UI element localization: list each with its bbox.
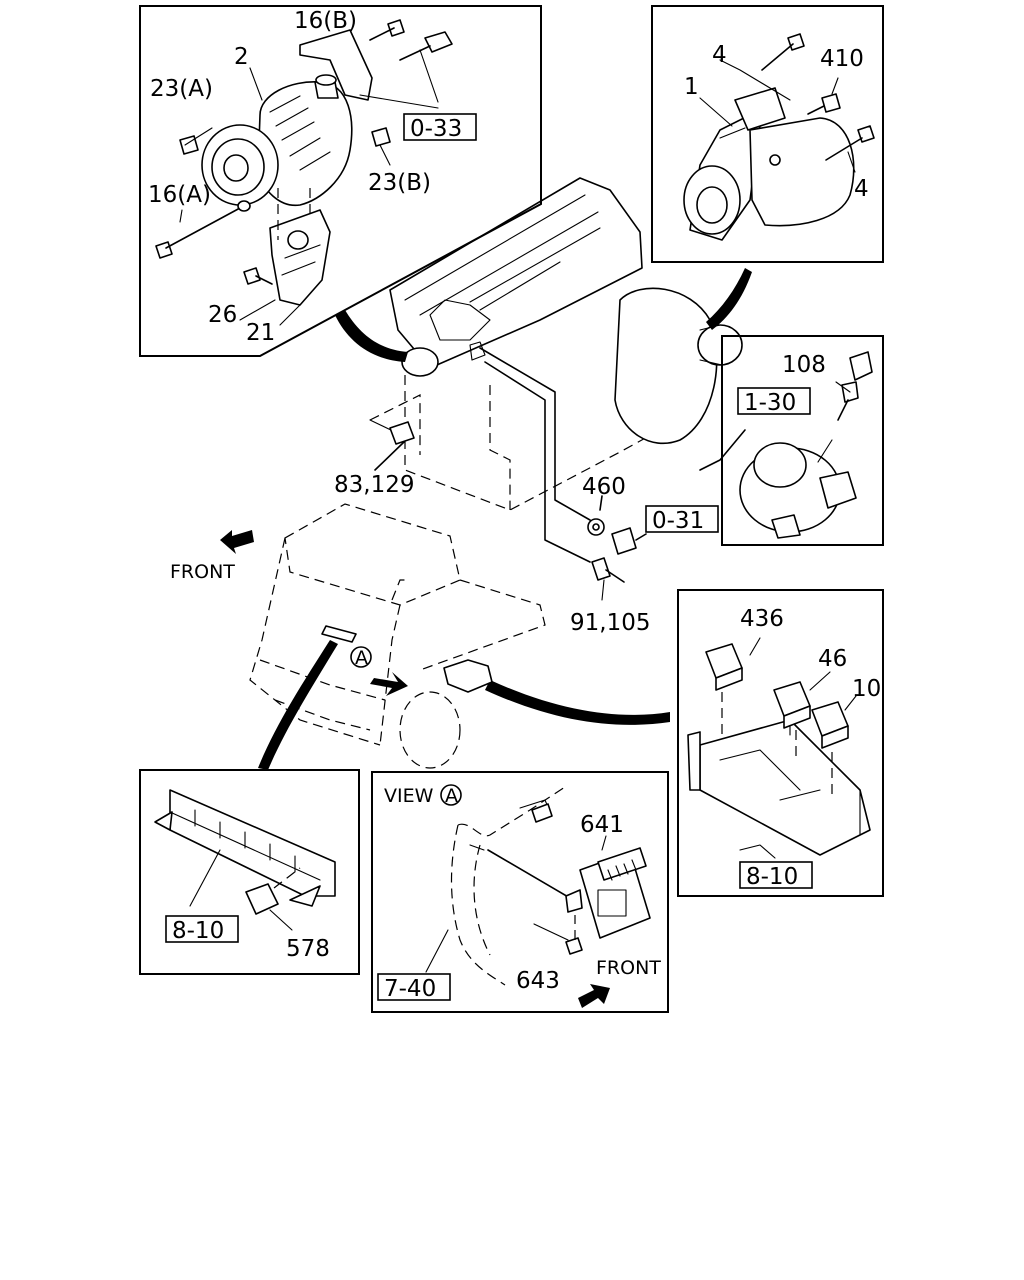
engine-block (369, 177, 743, 563)
view-a-title: VIEW (384, 785, 434, 807)
leader-arc-relay-box (485, 680, 670, 725)
label-4-right: 4 (854, 176, 869, 202)
view-a-marker-label: A (355, 647, 368, 669)
starter-inset (651, 5, 884, 263)
leader-arc-starter (706, 268, 752, 330)
label-1: 1 (684, 74, 699, 100)
ref-box-8-10-right (739, 861, 813, 889)
label-436: 436 (740, 606, 784, 632)
ref-box-7-40 (377, 973, 451, 1001)
label-460: 460 (582, 474, 626, 500)
ref-label-0-31: 0-31 (652, 508, 704, 534)
ref-label-8-10-left: 8-10 (172, 918, 224, 944)
ref-label-8-10-right: 8-10 (746, 864, 798, 890)
label-2: 2 (234, 44, 249, 70)
relay-box-inset (677, 589, 884, 897)
label-108: 108 (782, 352, 826, 378)
ref-label-7-40: 7-40 (384, 976, 436, 1002)
ref-box-8-10-left (165, 915, 239, 943)
label-21: 21 (246, 320, 275, 346)
view-a-title-circle (440, 784, 462, 806)
label-410: 410 (820, 46, 864, 72)
oil-pressure-parts (587, 495, 647, 601)
view-a-marker (350, 646, 372, 668)
label-91-105: 91,105 (570, 610, 650, 636)
view-a-inset (371, 771, 669, 1013)
label-578: 578 (286, 936, 330, 962)
label-10: 10 (852, 676, 881, 702)
ref-box-1-30 (737, 387, 811, 415)
label-46: 46 (818, 646, 847, 672)
fuse-block-inset (139, 769, 360, 975)
view-a-title-letter: A (445, 785, 458, 807)
label-83-129: 83,129 (334, 472, 414, 498)
label-26: 26 (208, 302, 237, 328)
alternator-inset (139, 5, 542, 357)
ref-box-0-31 (645, 505, 719, 533)
sensor-inset (721, 335, 884, 546)
front-label-bottom: FRONT (596, 957, 661, 979)
label-23a: 23(A) (150, 76, 213, 102)
ref-box-0-33 (403, 113, 477, 141)
ref-label-1-30: 1-30 (744, 390, 796, 416)
label-23b: 23(B) (368, 170, 431, 196)
front-arrow-top (220, 530, 254, 554)
truck-cab (249, 503, 546, 769)
label-4-top: 4 (712, 42, 727, 68)
label-643: 643 (516, 968, 560, 994)
ref-label-0-33: 0-33 (410, 116, 462, 142)
label-16b: 16(B) (294, 8, 357, 34)
leader-arc-alternator (335, 310, 408, 362)
leader-arc-fuse-block (258, 640, 338, 770)
label-641: 641 (580, 812, 624, 838)
label-16a: 16(A) (148, 182, 211, 208)
leader-arc-sensor (699, 429, 746, 471)
front-label-top: FRONT (170, 561, 235, 583)
